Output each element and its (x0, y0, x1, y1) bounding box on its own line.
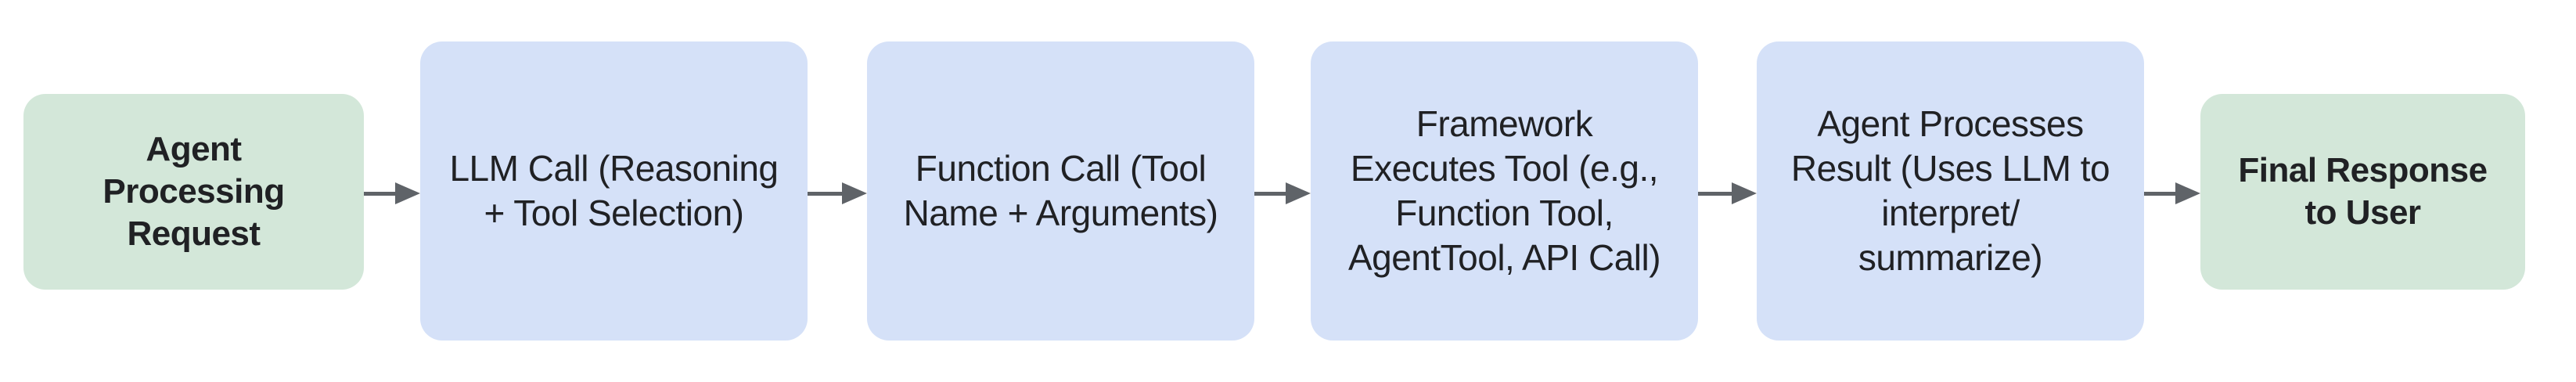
flow-arrow-5 (2144, 182, 2200, 204)
flow-node-llm-call: LLM Call (Reasoning + Tool Selection) (420, 41, 808, 341)
arrowhead-icon (395, 182, 420, 204)
arrowhead-icon (842, 182, 867, 204)
flow-arrow-1 (364, 182, 420, 204)
node-label: Framework Executes Tool (e.g., Function … (1347, 103, 1661, 278)
arrow-shaft (1698, 191, 1738, 196)
flow-node-function-call: Function Call (Tool Name + Arguments) (867, 41, 1254, 341)
arrow-shaft (808, 191, 848, 196)
flow-arrow-2 (808, 182, 867, 204)
flow-arrow-4 (1698, 182, 1757, 204)
flow-arrow-3 (1254, 182, 1311, 204)
flow-node-agent-processing-request: Agent Processing Request (23, 94, 364, 290)
node-label: Agent Processes Result (Uses LLM to inte… (1790, 103, 2110, 278)
flow-node-agent-processes-result: Agent Processes Result (Uses LLM to inte… (1757, 41, 2144, 341)
node-label: LLM Call (Reasoning + Tool Selection) (449, 148, 779, 233)
flow-node-framework-executes-tool: Framework Executes Tool (e.g., Function … (1311, 41, 1698, 341)
flow-node-final-response-to-user: Final Response to User (2200, 94, 2525, 290)
node-label: Function Call (Tool Name + Arguments) (903, 148, 1218, 233)
node-label: Agent Processing Request (103, 130, 285, 253)
arrow-shaft (1254, 191, 1292, 196)
arrow-shaft (364, 191, 401, 196)
arrowhead-icon (1732, 182, 1757, 204)
arrow-shaft (2144, 191, 2182, 196)
node-label: Final Response to User (2238, 151, 2488, 232)
arrowhead-icon (2175, 182, 2200, 204)
arrowhead-icon (1286, 182, 1311, 204)
